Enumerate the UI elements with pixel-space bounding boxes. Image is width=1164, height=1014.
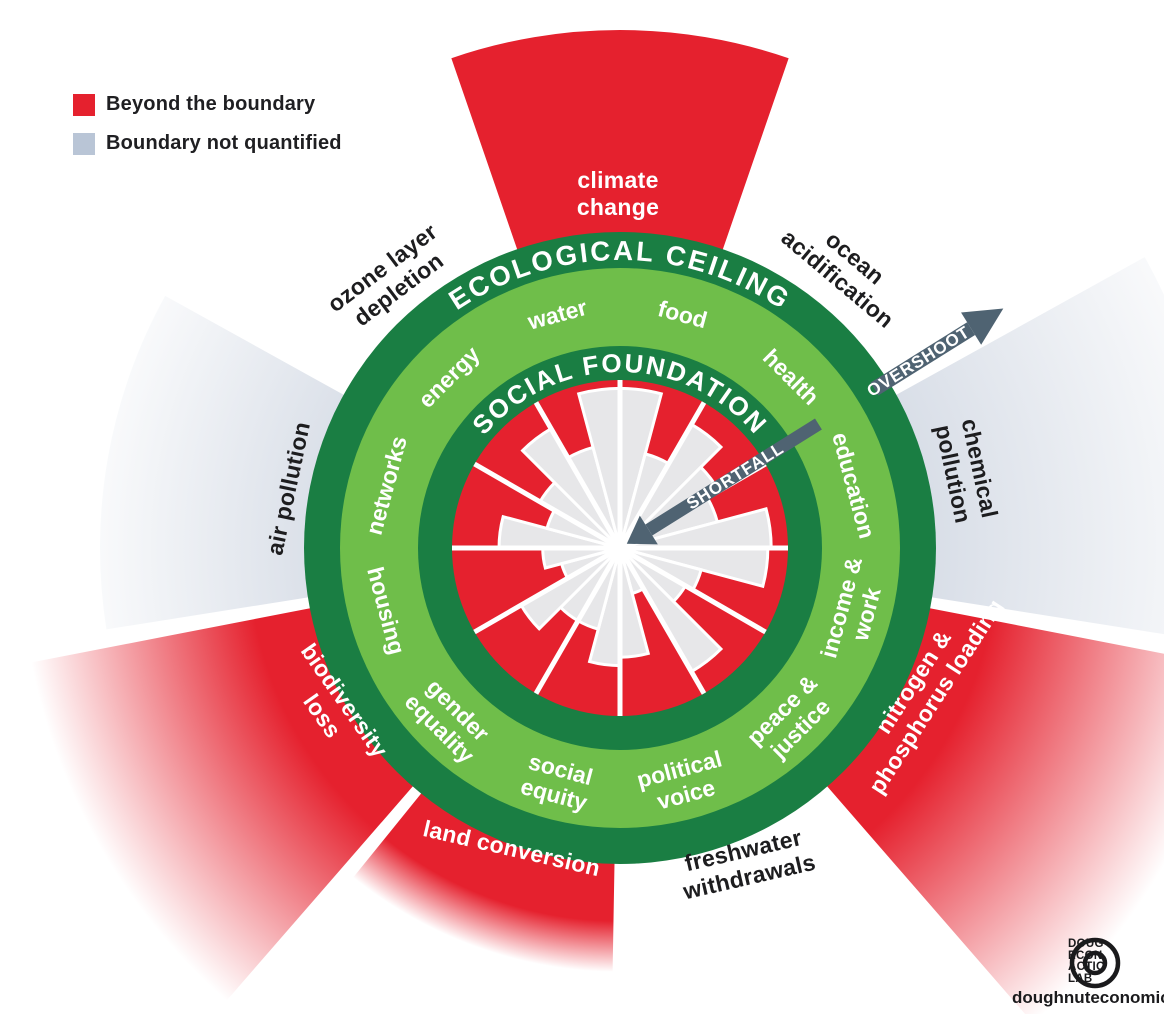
legend: Beyond the boundary Boundary not quantif… bbox=[73, 93, 342, 155]
sector-divider bbox=[533, 401, 623, 550]
red-swatch-icon bbox=[73, 93, 95, 116]
website-text: doughnuteconomic bbox=[1012, 988, 1164, 1007]
sector-divider bbox=[533, 546, 623, 695]
deal-logo: DOUG ECON ACTIO LAB bbox=[1068, 936, 1121, 989]
sector-divider bbox=[617, 401, 707, 550]
legend-label: Beyond the boundary bbox=[106, 93, 316, 115]
boundary-wedge-chemical-pollution bbox=[895, 257, 1164, 635]
boundary-wedge-climate-change bbox=[451, 30, 789, 251]
sector-divider bbox=[618, 545, 767, 635]
boundary-wedge-biodiversity-loss bbox=[31, 608, 414, 1001]
legend-item-beyond-boundary: Beyond the boundary bbox=[73, 93, 342, 116]
boundary-wedge-air-pollution bbox=[99, 295, 345, 630]
sector-divider bbox=[617, 546, 707, 695]
logo-line: ECON bbox=[1068, 949, 1103, 962]
boundary-wedge-nitrogen-&-phosphorus-loading bbox=[826, 608, 1164, 1014]
legend-label: Boundary not quantified bbox=[106, 132, 342, 154]
sector-divider bbox=[473, 461, 622, 551]
doughnut-ring-icon bbox=[1069, 937, 1121, 989]
boundary-wedge-land-conversion bbox=[353, 792, 615, 972]
legend-item-not-quantified: Boundary not quantified bbox=[73, 132, 342, 155]
gray-swatch-icon bbox=[73, 132, 95, 155]
sector-divider bbox=[473, 545, 622, 635]
